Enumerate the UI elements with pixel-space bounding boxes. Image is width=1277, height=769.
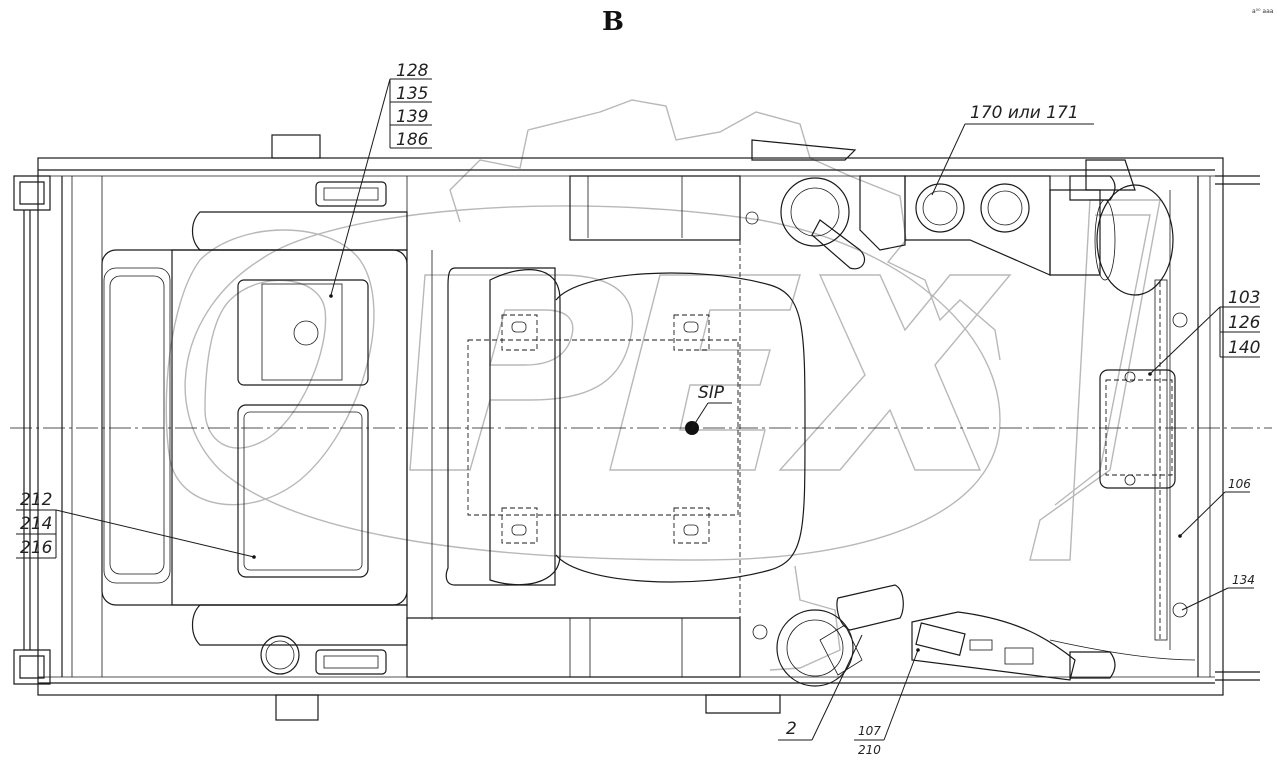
callout-134: 134 [1232, 573, 1255, 587]
round-socket [260, 635, 300, 675]
joystick-right [776, 609, 854, 687]
callout-126: 126 [1228, 313, 1261, 333]
callout-216: 216 [20, 538, 53, 558]
operator-seat: SIP [445, 240, 806, 620]
callout-left-stack: 212 214 216 [16, 490, 256, 559]
front-panel-bottom [406, 584, 1196, 714]
callout-128: 128 [396, 61, 429, 81]
compartment-lower [237, 404, 369, 578]
corner-note: а⁰⁰ ааа [1252, 8, 1274, 15]
sip-label: SIP [698, 383, 725, 403]
watermark-letter-x [778, 274, 1012, 471]
joystick-grip [836, 584, 904, 631]
callout-140: 140 [1228, 338, 1260, 358]
seat-mount-outline [467, 339, 739, 516]
callout-103: 103 [1228, 288, 1260, 308]
callout-139: 139 [396, 107, 428, 127]
view-label: В [602, 7, 624, 37]
callout-170-171: 170 или 171 [931, 103, 1094, 196]
callout-210: 210 [858, 743, 881, 757]
callout-212: 212 [20, 490, 52, 510]
vent-grille-top [315, 181, 387, 207]
watermark-letter-p [409, 274, 634, 471]
watermark-logo [165, 99, 1161, 671]
switch-block [915, 622, 966, 656]
cab-frame [10, 134, 1272, 721]
callout-134-group: 134 [1181, 573, 1255, 611]
callout-106-group: 106 [1178, 477, 1251, 538]
callout-135: 135 [396, 84, 428, 104]
callout-right-stack: 103 126 140 [1148, 288, 1261, 376]
watermark-letter-i-inner [1054, 214, 1151, 506]
watermark-letter-o [165, 229, 375, 506]
callout-106: 106 [1228, 477, 1251, 491]
callout-214: 214 [20, 514, 52, 534]
air-vent-1 [915, 183, 965, 233]
rear-console [101, 176, 433, 677]
callout-107: 107 [858, 724, 881, 738]
callout-2: 2 [786, 719, 797, 739]
callout-186: 186 [396, 130, 429, 150]
watermark-gear [449, 99, 1001, 671]
joystick-left [780, 177, 850, 247]
vent-grille-bottom [315, 649, 387, 675]
callout-2-group: 2 [778, 634, 863, 741]
watermark-letter-e [609, 274, 801, 471]
watermark-ring [184, 205, 1001, 561]
right-side-panel [1099, 279, 1188, 641]
air-vent-2 [980, 183, 1030, 233]
callout-170-or-171: 170 или 171 [970, 103, 1079, 123]
callout-top-stack: 128 135 139 186 [329, 61, 432, 298]
front-panel-top [569, 139, 1174, 296]
callout-bottom-stack: 107 210 [854, 648, 920, 757]
watermark-letter-i [1029, 199, 1161, 561]
cylinder-housing [1096, 184, 1174, 296]
mount-plate [1099, 369, 1176, 489]
compartment-upper [237, 279, 369, 386]
